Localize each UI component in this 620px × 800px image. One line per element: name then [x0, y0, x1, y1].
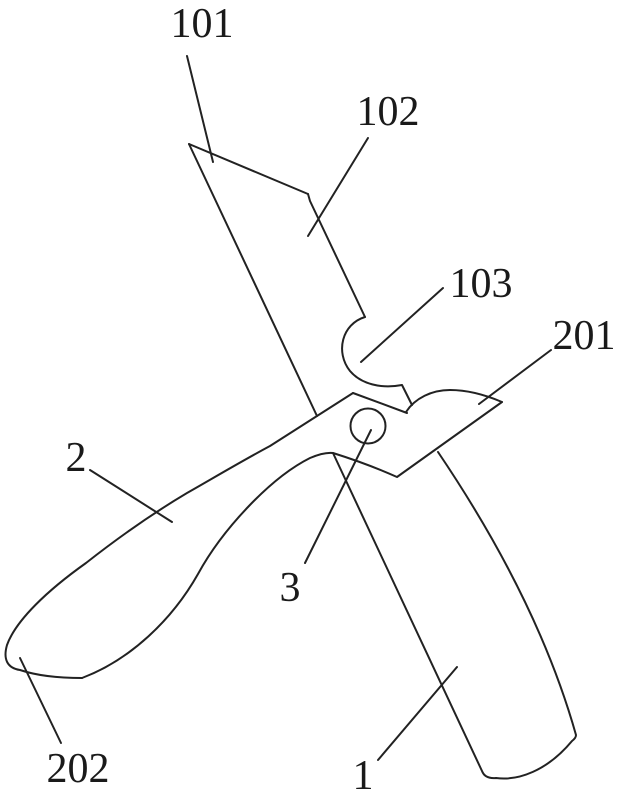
- blade-notch-beak: [341, 316, 413, 406]
- left-handle-top-edge: [4, 392, 354, 679]
- leader-line-1: [377, 666, 458, 761]
- leader-line-202: [19, 657, 62, 744]
- ref-label-202: 202: [47, 746, 110, 792]
- leader-line-103: [360, 287, 444, 363]
- blade-left-edge: [188, 143, 318, 417]
- ref-label-201: 201: [553, 313, 616, 359]
- left-handle-bottom-edge: [81, 401, 503, 679]
- ref-label-102: 102: [357, 89, 420, 135]
- ref-label-103: 103: [450, 261, 513, 307]
- leader-line-2: [89, 469, 173, 523]
- ref-label-3: 3: [280, 565, 301, 611]
- leader-line-201: [478, 349, 552, 405]
- blade-right-edge: [307, 193, 366, 318]
- leader-line-3: [304, 429, 372, 564]
- ref-label-1: 1: [353, 753, 374, 799]
- ref-label-2: 2: [66, 435, 87, 481]
- right-handle: [332, 451, 577, 780]
- jaw-kink-edge: [352, 392, 408, 414]
- blade-tip-bevel: [188, 143, 309, 195]
- leader-line-101: [186, 55, 214, 163]
- pivot-screw-circle: [349, 407, 387, 445]
- leader-line-102: [307, 137, 369, 237]
- anvil-arc: [405, 389, 503, 413]
- ref-label-101: 101: [171, 1, 234, 47]
